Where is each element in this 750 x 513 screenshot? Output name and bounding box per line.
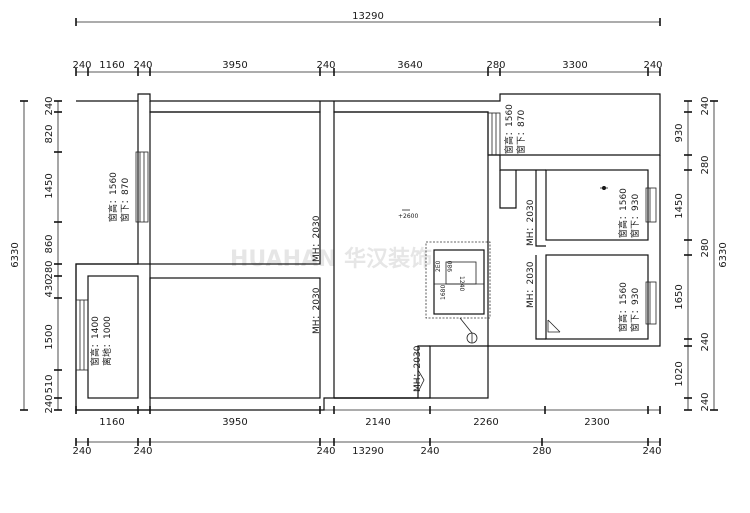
top-total-dimension: 13290	[352, 11, 384, 22]
dim-left-7: 1500	[44, 324, 55, 349]
bottom-dimensions: 1160 3950 2140 2260 2300 240 240 240 240…	[72, 406, 662, 457]
dim-bottom-low-3: 240	[316, 446, 335, 457]
dim-right-5: 280	[700, 238, 711, 257]
dim-left-4: 860	[44, 234, 55, 253]
dim-top-3: 240	[133, 60, 152, 71]
window-label-sill-5: 离地：1000	[101, 316, 113, 366]
dim-right-2: 930	[674, 123, 685, 142]
door-label-4: MH：2030	[526, 261, 536, 308]
dim-right-9: 240	[700, 392, 711, 411]
door-label-1: MH：2030	[312, 215, 322, 262]
window-label-height-3: 窗高：1560	[617, 188, 629, 238]
dim-left-3: 1450	[44, 173, 55, 198]
window-label-height-4: 窗高：1560	[617, 282, 629, 332]
dim-top-8: 3300	[562, 60, 587, 71]
right-total-dimension: 6330	[718, 242, 729, 267]
stair-label-b: 1240	[458, 276, 465, 291]
dim-left-5: 280	[44, 260, 55, 279]
dim-left-6: 430	[44, 278, 55, 297]
window-label-sill-2: 窗下：870	[515, 110, 527, 154]
window-label-height-5: 窗高：1400	[89, 316, 101, 366]
dim-top-1: 240	[72, 60, 91, 71]
window-label-sill-4: 窗下：930	[629, 288, 641, 332]
dim-top-5: 240	[316, 60, 335, 71]
dim-right-8: 1020	[674, 361, 685, 386]
door-labels: MH：2030 MH：2030 MH：2030 MH：2030 MH：2030	[312, 199, 536, 392]
stair-label-c: 2E0	[435, 260, 442, 272]
dim-right-1: 240	[700, 96, 711, 115]
dim-bottom-low-5: 280	[532, 446, 551, 457]
dim-bottom-low-1: 240	[72, 446, 91, 457]
dim-left-9: 240	[44, 394, 55, 413]
dim-top-4: 3950	[222, 60, 247, 71]
stair-label-a: 1680	[440, 285, 447, 300]
dim-bottom-3: 2140	[365, 417, 390, 428]
window-label-height-2: 窗高：1560	[503, 104, 515, 154]
dim-bottom-low-2: 240	[133, 446, 152, 457]
top-dimensions: 13290 240 1160 240 3950 240 3640 280 330…	[72, 11, 663, 76]
dim-right-3: 280	[700, 155, 711, 174]
walls	[75, 93, 661, 411]
dim-top-9: 240	[643, 60, 662, 71]
dim-right-4: 1450	[674, 193, 685, 218]
level-mark: +2600	[398, 213, 418, 220]
fixtures	[417, 186, 608, 393]
window-label-height-1: 窗高：1560	[107, 172, 119, 222]
dim-bottom-low-6: 240	[642, 446, 661, 457]
dim-bottom-2: 3950	[222, 417, 247, 428]
window-labels: 窗高：1560 窗下：870 窗高：1560 窗下：870 窗高：1560 窗下…	[89, 104, 641, 366]
dim-left-2: 820	[44, 124, 55, 143]
door-label-3: MH：2030	[526, 199, 536, 246]
left-dimensions: 6330 240 820 1450 860 280 430 1500 510 2…	[10, 96, 62, 414]
dim-bottom-1: 1160	[99, 417, 124, 428]
watermark: HUAHAN 华汉装饰	[230, 246, 432, 272]
dim-top-2: 1160	[99, 60, 124, 71]
dim-left-1: 240	[44, 96, 55, 115]
left-total-dimension: 6330	[10, 242, 21, 267]
dim-top-7: 280	[486, 60, 505, 71]
dim-right-6: 1650	[674, 284, 685, 309]
window-label-sill-1: 窗下：870	[119, 178, 131, 222]
bottom-total-dimension: 13290	[352, 446, 384, 457]
door-label-5: MH：2030	[413, 345, 423, 392]
stair-label-d: 980	[447, 260, 454, 272]
dim-bottom-5: 2300	[584, 417, 609, 428]
door-label-2: MH：2030	[312, 287, 322, 334]
dim-left-8: 510	[44, 374, 55, 393]
window-label-sill-3: 窗下：930	[629, 194, 641, 238]
stair-area: 1680 1240 2E0 980	[425, 241, 491, 344]
right-dimensions: 240 930 280 1450 280 1650 240 1020 240 6…	[674, 96, 729, 411]
dim-right-7: 240	[700, 332, 711, 351]
dim-bottom-4: 2260	[473, 417, 498, 428]
windows	[75, 112, 657, 371]
dim-bottom-low-4: 240	[420, 446, 439, 457]
dim-top-6: 3640	[397, 60, 422, 71]
